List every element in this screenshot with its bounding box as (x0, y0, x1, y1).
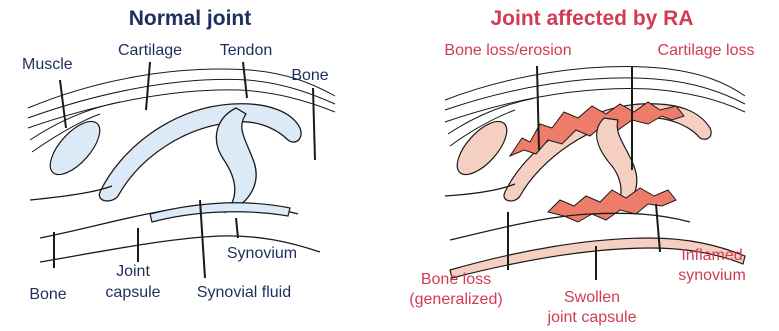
normal-joint-title: Normal joint (129, 7, 252, 30)
normal-muscle-fibre (28, 69, 335, 108)
label-swollen-capsule-line2: joint capsule (547, 309, 637, 326)
normal-lower-cartilage (216, 108, 256, 212)
label-synovium: Synovium (227, 245, 297, 262)
label-inflamed-synovium-line1: Inflamed (681, 247, 742, 264)
label-bone-top: Bone (291, 67, 328, 84)
label-bone-loss-generalized-line2: (generalized) (409, 291, 502, 308)
ra-joint-panel: Joint affected by RA Bone loss/erosion C… (409, 7, 754, 326)
ra-muscle-fibre (445, 67, 745, 100)
ra-muscle-oval (449, 113, 515, 182)
label-joint-capsule-line1: Joint (116, 263, 150, 280)
normal-synovium-strip (150, 203, 290, 222)
label-synovial-fluid: Synovial fluid (197, 284, 291, 301)
label-tendon: Tendon (220, 42, 273, 59)
label-bone-bottom: Bone (29, 286, 66, 303)
leader-synovium (236, 218, 238, 238)
normal-upper-cartilage (99, 104, 301, 201)
label-inflamed-synovium-line2: synovium (678, 267, 746, 284)
label-bone-loss-erosion: Bone loss/erosion (444, 42, 571, 59)
label-joint-capsule-line2: capsule (105, 284, 160, 301)
leader-bone-top (313, 88, 315, 160)
normal-muscle-oval (42, 113, 108, 182)
label-cartilage-loss: Cartilage loss (658, 42, 755, 59)
label-muscle: Muscle (22, 56, 73, 73)
normal-muscle-fibre (28, 79, 335, 118)
label-bone-loss-generalized-line1: Bone loss (421, 271, 491, 288)
label-cartilage: Cartilage (118, 42, 182, 59)
normal-joint-panel: Normal joint Muscle Cartilage Tendon Bo (22, 7, 335, 303)
ra-muscle-fibre (445, 78, 745, 110)
ra-joint-title: Joint affected by RA (490, 7, 693, 30)
label-swollen-capsule-line1: Swollen (564, 289, 620, 306)
